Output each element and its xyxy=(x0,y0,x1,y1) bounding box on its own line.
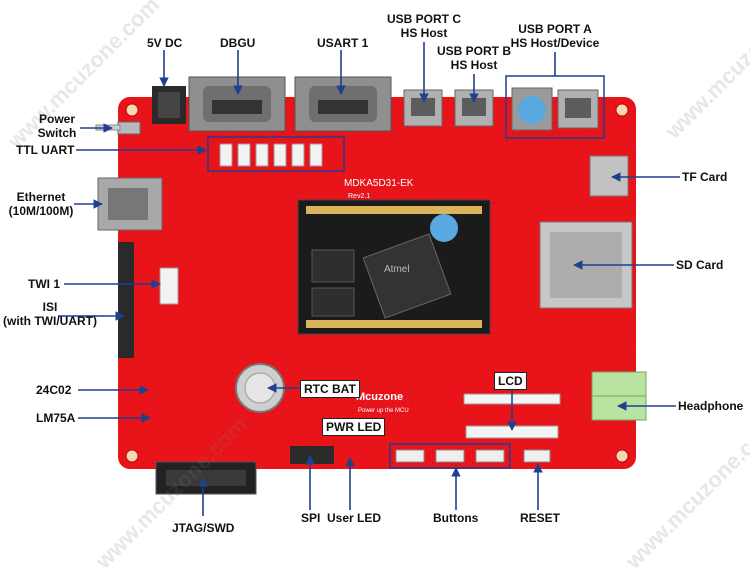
label-usb-b-title: USB PORT B xyxy=(436,44,511,58)
label-dbgu: DBGU xyxy=(220,36,256,50)
spi-header xyxy=(290,446,334,464)
label-user-led: User LED xyxy=(327,511,382,525)
board-slogan: Power up the MCU xyxy=(358,408,409,414)
label-usb-c-sub: HS Host xyxy=(400,26,448,40)
usb-port-b xyxy=(454,89,494,127)
label-24c02: 24C02 xyxy=(36,383,72,397)
chip-marking: Atmel xyxy=(384,264,410,275)
buttons-group xyxy=(389,443,551,469)
label-usart1: USART 1 xyxy=(317,36,369,50)
label-spi: SPI xyxy=(301,511,321,525)
core-module xyxy=(297,199,491,335)
label-usb-a-sub: HS Host/Device xyxy=(510,36,600,50)
rtc-battery xyxy=(235,363,285,413)
label-usb-b: USB PORT B HS Host xyxy=(430,44,518,72)
ttl-uart-block xyxy=(207,136,345,172)
headphone-jacks xyxy=(591,371,647,421)
label-ttl-uart: TTL UART xyxy=(16,143,75,157)
leader-lines xyxy=(58,42,680,516)
label-isi-title: ISI xyxy=(42,300,58,314)
board-rev: Rev2.1 xyxy=(348,193,370,200)
label-usb-a: USB PORT A HS Host/Device xyxy=(506,22,604,50)
label-power-sub: Switch xyxy=(37,126,77,140)
isi-header xyxy=(118,242,134,358)
jtag-header xyxy=(155,461,257,495)
label-5v-dc: 5V DC xyxy=(147,36,183,50)
dc-jack xyxy=(152,86,186,124)
usart1-connector xyxy=(294,76,392,132)
board-name: MDKA5D31-EK xyxy=(344,178,414,189)
label-usb-b-sub: HS Host xyxy=(450,58,498,72)
label-headphone: Headphone xyxy=(678,399,744,413)
board-brand: Mcuzone xyxy=(356,391,403,403)
tf-card-slot xyxy=(589,155,629,197)
label-tf-card: TF Card xyxy=(682,170,728,184)
label-usb-c-title: USB PORT C xyxy=(386,12,461,26)
label-usb-c: USB PORT C HS Host xyxy=(380,12,468,40)
label-usb-a-title: USB PORT A xyxy=(518,22,592,36)
label-power: Power xyxy=(38,112,75,126)
label-twi1: TWI 1 xyxy=(28,277,60,291)
twi1-connector xyxy=(159,267,179,305)
dbgu-connector xyxy=(188,76,286,132)
label-ethernet-sub: (10M/100M) xyxy=(8,204,74,218)
label-lcd: LCD xyxy=(494,372,527,390)
usb-port-a xyxy=(505,75,605,139)
label-buttons: Buttons xyxy=(433,511,479,525)
label-power-switch: Power Switch xyxy=(30,112,84,140)
label-isi-sub: (with TWI/UART) xyxy=(3,314,97,328)
label-isi: ISI (with TWI/UART) xyxy=(2,300,98,328)
label-ethernet: Ethernet (10M/100M) xyxy=(6,190,76,218)
label-lm75a: LM75A xyxy=(36,411,76,425)
label-ethernet-title: Ethernet xyxy=(16,190,66,204)
label-reset: RESET xyxy=(520,511,561,525)
ethernet-jack xyxy=(97,177,163,231)
usb-port-c xyxy=(403,89,443,127)
label-pwr-led: PWR LED xyxy=(322,418,386,436)
label-sd-card: SD Card xyxy=(676,258,724,272)
label-rtc-bat: RTC BAT xyxy=(300,380,360,398)
label-jtag-swd: JTAG/SWD xyxy=(172,521,235,535)
